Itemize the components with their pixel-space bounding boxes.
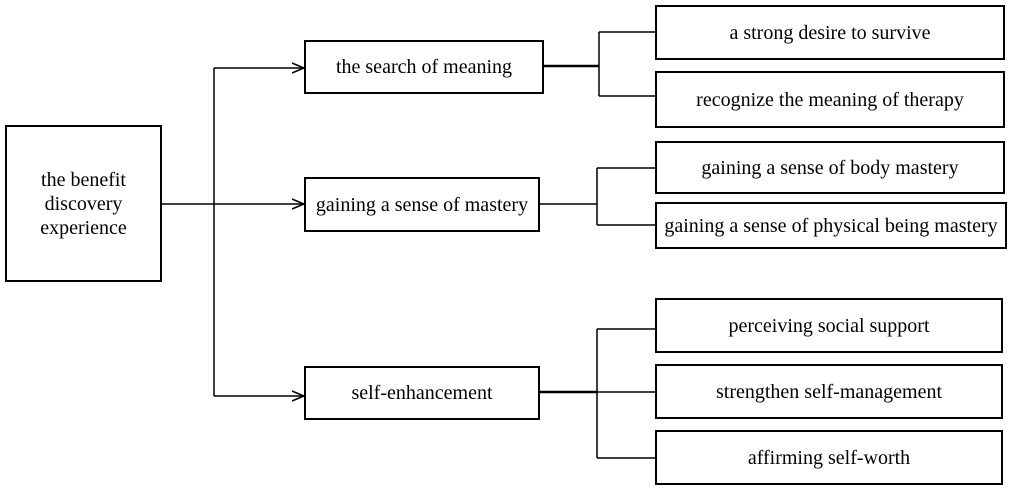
subtheme-1-2-label: recognize the meaning of therapy [696,88,964,111]
theme-node-search-of-meaning: the search of meaning [304,40,544,94]
theme-3-label: self-enhancement [351,382,493,404]
theme-node-self-enhancement: self-enhancement [304,366,540,420]
theme-1-label: the search of meaning [335,56,513,78]
subtheme-node-body-mastery: gaining a sense of body mastery [655,141,1005,194]
subtheme-2-2-label: gaining a sense of physical being master… [664,214,998,237]
subtheme-1-1-label: a strong desire to survive [729,21,931,44]
root-node: the benefit discovery experience [5,125,162,282]
theme-node-sense-of-mastery: gaining a sense of mastery [304,177,540,232]
subtheme-node-physical-being-mastery: gaining a sense of physical being master… [655,202,1007,249]
subtheme-node-meaning-of-therapy: recognize the meaning of therapy [655,71,1005,128]
subtheme-node-desire-to-survive: a strong desire to survive [655,5,1005,60]
subtheme-3-2-label: strengthen self-management [715,380,943,403]
subtheme-3-1-label: perceiving social support [728,314,930,337]
root-node-label: the benefit discovery experience [40,168,127,239]
subtheme-node-self-management: strengthen self-management [655,364,1003,419]
subtheme-2-1-label: gaining a sense of body mastery [701,156,959,179]
subtheme-node-self-worth: affirming self-worth [655,430,1003,485]
subtheme-node-social-support: perceiving social support [655,298,1003,353]
theme-2-label: gaining a sense of mastery [315,193,529,216]
subtheme-3-3-label: affirming self-worth [747,446,911,469]
